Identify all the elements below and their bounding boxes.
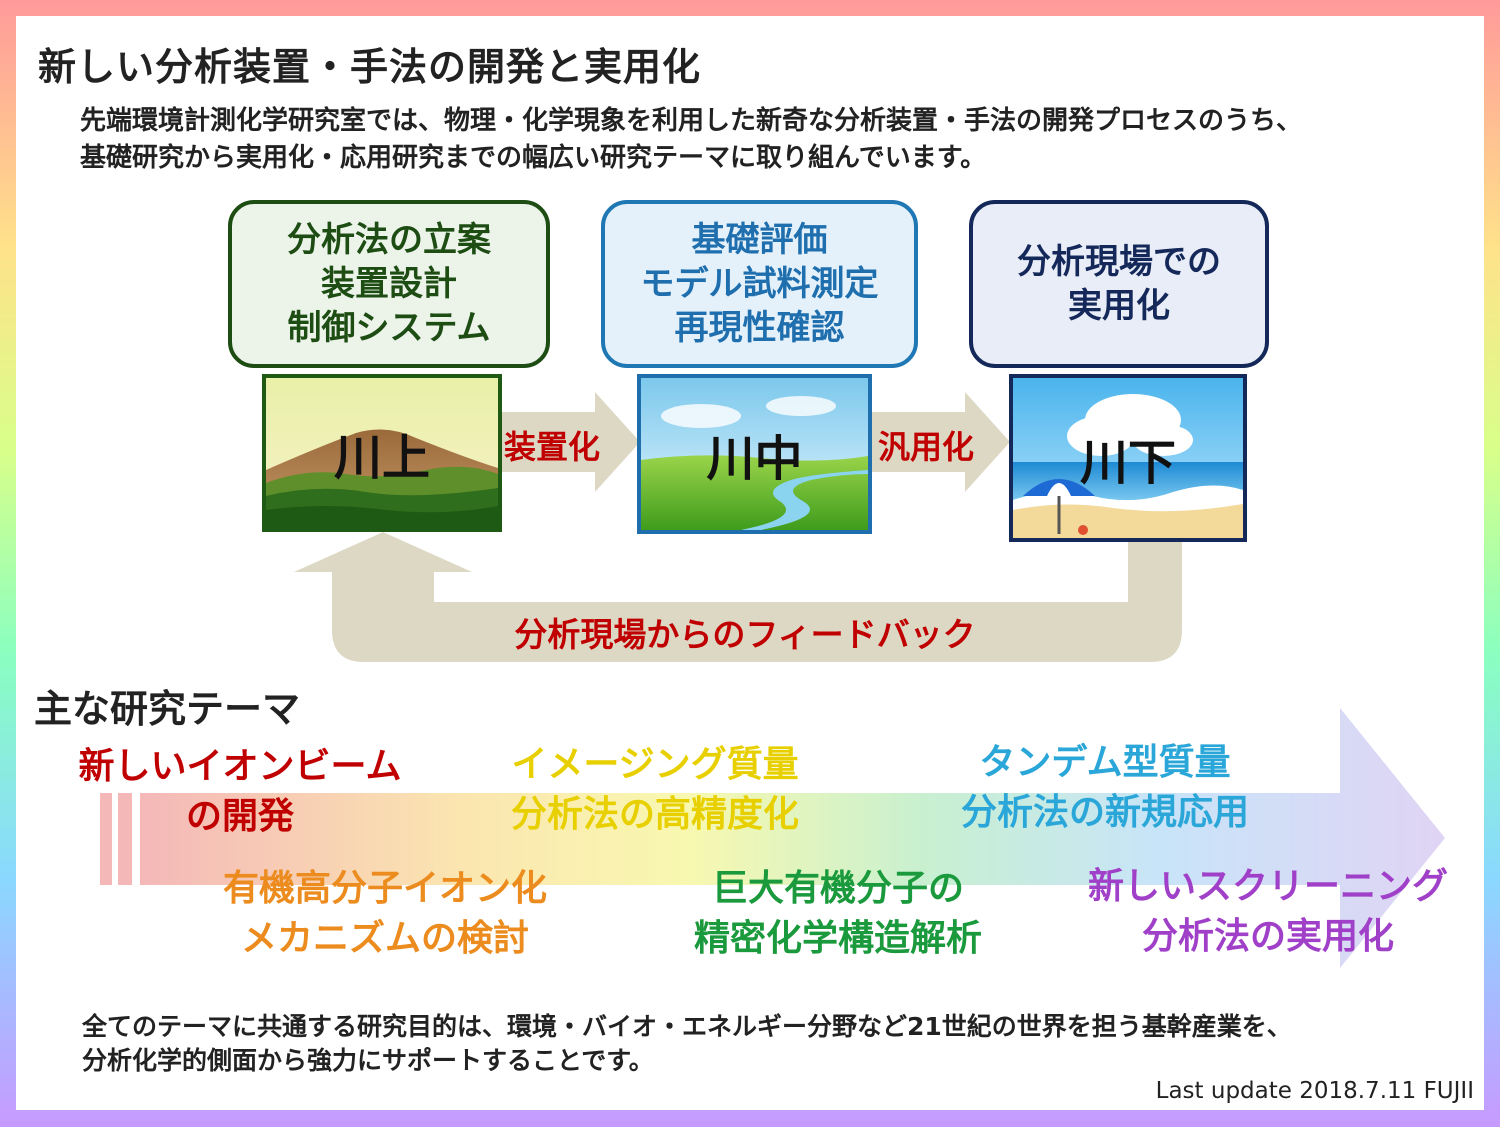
feedback-label: 分析現場からのフィードバック xyxy=(514,615,976,654)
midstream-scene: 川中 xyxy=(637,374,872,534)
summary-text: 全てのテーマに共通する研究目的は、環境・バイオ・エネルギー分野など21世紀の世界… xyxy=(82,1010,1292,1078)
stage-box-downstream: 分析現場での 実用化 xyxy=(969,200,1269,368)
theme-screening: 新しいスクリーニング 分析法の実用化 xyxy=(1048,862,1488,962)
beach-illustration xyxy=(1013,378,1243,538)
theme-ionization-mechanism: 有機高分子イオン化 メカニズムの検討 xyxy=(185,864,585,964)
theme-structure-analysis: 巨大有機分子の 精密化学構造解析 xyxy=(638,864,1038,964)
stage-upstream-line-1: 分析法の立案 xyxy=(287,220,491,260)
summary-line-1: 全てのテーマに共通する研究目的は、環境・バイオ・エネルギー分野など21世紀の世界… xyxy=(82,1012,1292,1041)
theme-5-line-2: 精密化学構造解析 xyxy=(693,918,982,959)
arrow-label-generalize: 汎用化 xyxy=(878,428,975,466)
upstream-label: 川上 xyxy=(333,430,430,486)
theme-3-line-1: タンデム型質量 xyxy=(979,742,1231,783)
theme-6-line-1: 新しいスクリーニング xyxy=(1087,866,1448,907)
stage-downstream-line-1: 分析現場での xyxy=(1017,242,1221,282)
stage-box-midstream: 基礎評価 モデル試料測定 再現性確認 xyxy=(601,200,918,368)
arrow-tail-bar-1 xyxy=(100,793,112,885)
upstream-scene: 川上 xyxy=(262,374,502,532)
arrow-to-midstream xyxy=(500,392,640,492)
arrow-to-downstream xyxy=(870,392,1010,492)
stage-midstream-line-1: 基礎評価 xyxy=(691,220,828,260)
arrow-tail-bar-2 xyxy=(118,793,132,885)
downstream-scene: 川下 xyxy=(1009,374,1247,542)
stage-box-upstream: 分析法の立案 装置設計 制御システム xyxy=(228,200,550,368)
theme-3-line-2: 分析法の新規応用 xyxy=(960,792,1249,833)
stage-upstream-line-2: 装置設計 xyxy=(321,264,457,304)
river-illustration xyxy=(641,378,868,530)
theme-imaging-ms: イメージング質量 分析法の高精度化 xyxy=(455,740,855,840)
mountain-illustration xyxy=(266,378,498,528)
stage-downstream-line-2: 実用化 xyxy=(1068,286,1170,326)
theme-1-line-1: 新しいイオンビーム xyxy=(78,746,402,787)
theme-1-line-2: の開発 xyxy=(185,796,294,837)
theme-2-line-2: 分析法の高精度化 xyxy=(510,794,799,835)
intro-line-2: 基礎研究から実用化・応用研究までの幅広い研究テーマに取り組んでいます。 xyxy=(80,143,987,173)
theme-6-line-2: 分析法の実用化 xyxy=(1141,916,1394,957)
page-title: 新しい分析装置・手法の開発と実用化 xyxy=(38,45,702,89)
theme-4-line-2: メカニズムの検討 xyxy=(240,918,529,959)
arrow-label-device: 装置化 xyxy=(504,428,601,466)
downstream-label: 川下 xyxy=(1079,435,1176,491)
stage-midstream-line-2: モデル試料測定 xyxy=(640,264,879,304)
theme-4-line-1: 有機高分子イオン化 xyxy=(222,868,547,909)
section-title: 主な研究テーマ xyxy=(34,687,301,731)
summary-line-2: 分析化学的側面から強力にサポートすることです。 xyxy=(82,1046,654,1075)
stage-upstream-line-3: 制御システム xyxy=(287,308,491,348)
midstream-label: 川中 xyxy=(706,431,803,487)
intro-line-1: 先端環境計測化学研究室では、物理・化学現象を利用した新奇な分析装置・手法の開発プ… xyxy=(80,106,1303,136)
stage-midstream-line-3: 再現性確認 xyxy=(674,308,845,348)
arrow-body xyxy=(140,708,1445,968)
feedback-loop-arrow xyxy=(294,532,1182,662)
last-update: Last update 2018.7.11 FUJII xyxy=(1155,1078,1474,1104)
theme-tandem-ms: タンデム型質量 分析法の新規応用 xyxy=(905,738,1305,838)
theme-2-line-1: イメージング質量 xyxy=(511,744,799,785)
theme-5-line-1: 巨大有機分子の xyxy=(711,868,964,909)
theme-ion-beam: 新しいイオンビーム の開発 xyxy=(40,742,440,842)
slide-panel xyxy=(16,16,1484,1110)
